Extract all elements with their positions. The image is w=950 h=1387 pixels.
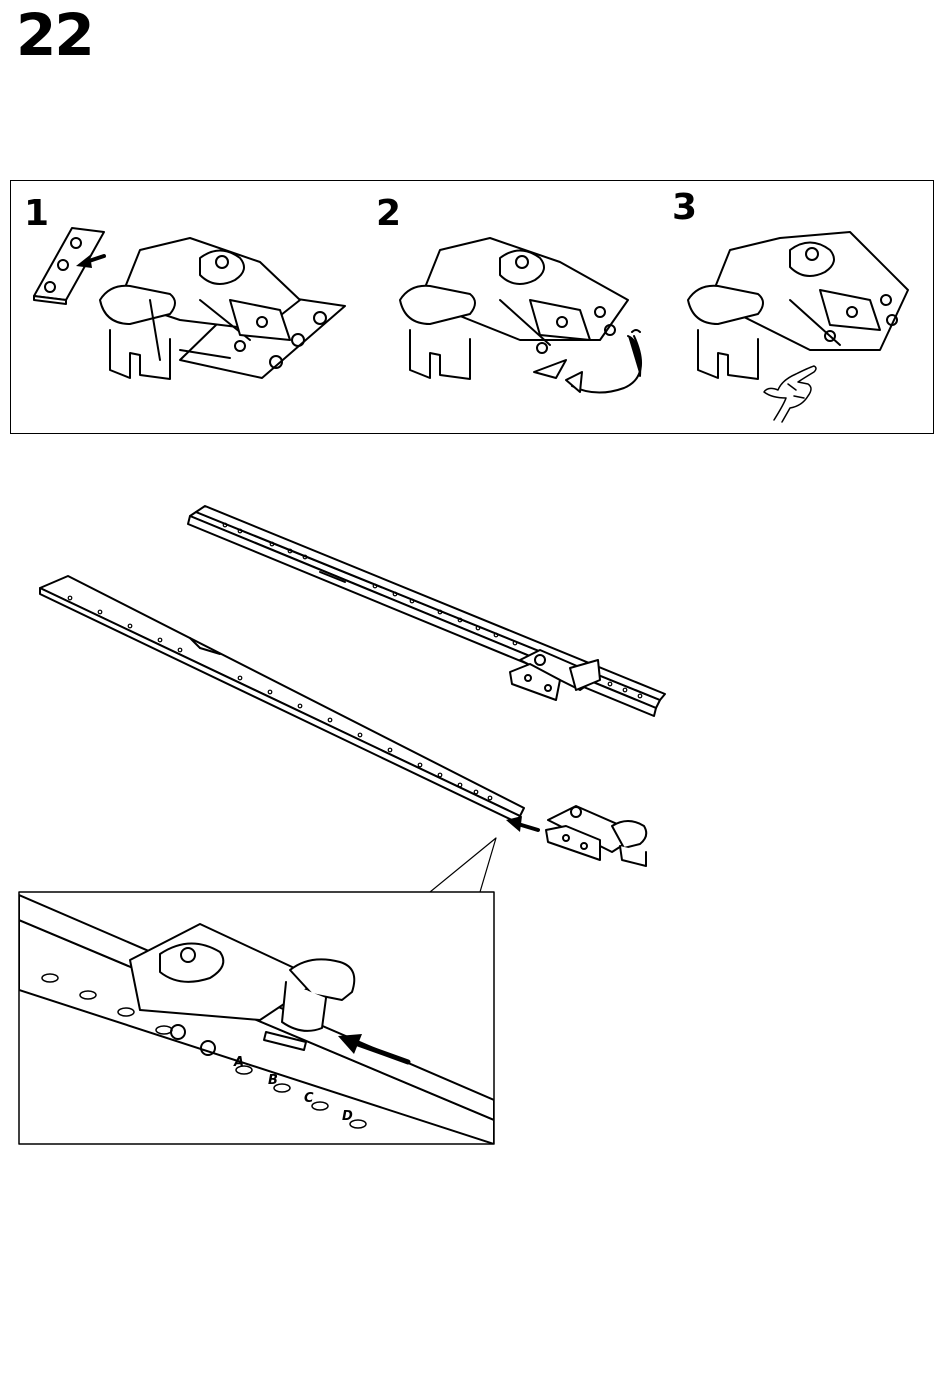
bracket-part-3 [688,232,908,379]
loose-bracket [546,806,646,866]
slot-label-c: C [304,1091,314,1106]
bracket-part-1 [100,238,345,379]
step-1-illustration [34,228,345,379]
slot-label-a: A [233,1055,244,1070]
slot-label-b: B [268,1073,278,1088]
step-2-illustration [400,238,641,393]
slot-label-d: D [342,1109,353,1124]
spacer-plate [34,228,104,304]
bracket-part-2 [400,238,628,379]
detail-view: A B C D [19,892,494,1144]
hand-icon [764,366,816,422]
upper-rail-bracket [510,650,600,700]
step-3-illustration [688,232,908,422]
